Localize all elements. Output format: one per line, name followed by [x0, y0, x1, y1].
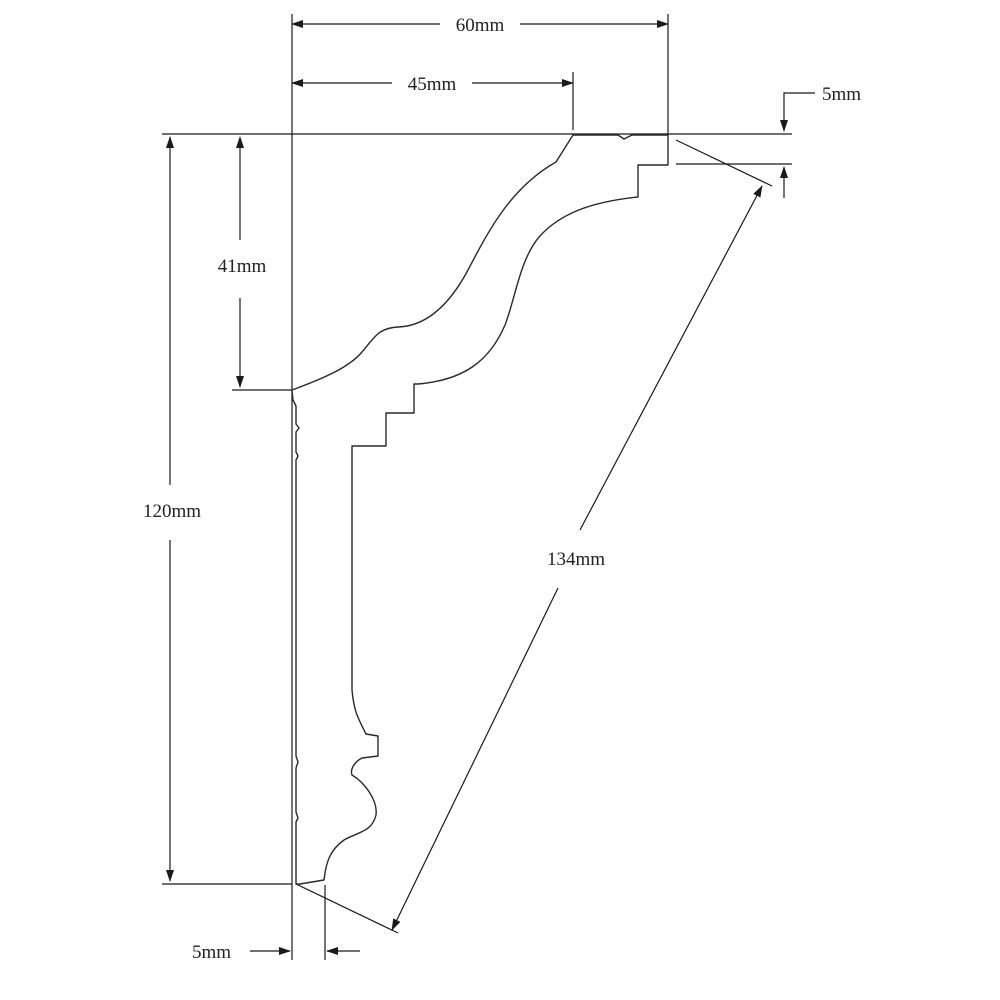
- dim-line-134mm-lower: [391, 587, 559, 931]
- dim-label-134mm: 134mm: [547, 549, 605, 570]
- extension-lines: [162, 14, 792, 960]
- dim-line-134mm-upper: [579, 185, 763, 531]
- dim-label-120mm: 120mm: [143, 501, 201, 522]
- cornice-profile-outline: [291, 134, 669, 885]
- dim-label-41mm: 41mm: [218, 256, 267, 277]
- dimension-5mm-bottom: 5mm: [192, 942, 360, 963]
- ext-line-diagonal-bottom: [295, 883, 399, 934]
- dimension-60mm: 60mm: [291, 15, 669, 36]
- dim-line-5mm-top-leader: [780, 92, 815, 132]
- dim-label-60mm: 60mm: [456, 15, 505, 36]
- ext-line-diagonal-top: [675, 139, 773, 187]
- dimension-41mm: 41mm: [218, 136, 267, 388]
- dim-label-5mm-bottom: 5mm: [192, 942, 231, 963]
- dim-label-45mm: 45mm: [408, 74, 457, 95]
- dim-label-5mm-top: 5mm: [822, 84, 861, 105]
- dimension-134mm: 134mm: [391, 185, 763, 931]
- dimension-5mm-top: 5mm: [780, 84, 861, 198]
- dimension-120mm: 120mm: [143, 136, 201, 882]
- dimension-45mm: 45mm: [291, 74, 574, 95]
